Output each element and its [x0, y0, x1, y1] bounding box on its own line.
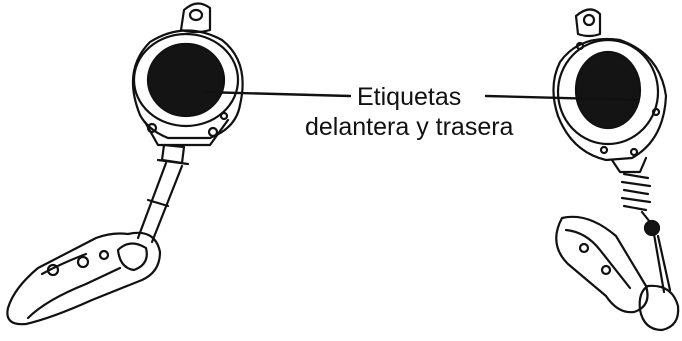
left-rivet-2 [207, 126, 219, 138]
right-label-disc [574, 50, 642, 130]
left-hook-pin-3 [98, 249, 110, 261]
left-housing [131, 29, 244, 140]
left-snap-hook [6, 231, 162, 326]
left-rivet-1 [146, 122, 158, 134]
left-rivet-3 [219, 111, 229, 121]
right-snap-hook [555, 215, 649, 314]
right-anchor-hole [582, 13, 596, 27]
right-hook-pin-2 [600, 264, 612, 276]
right-hook-gate [564, 228, 632, 290]
left-housing-rim [132, 32, 240, 128]
left-hook-pin-1 [46, 263, 60, 277]
right-housing-rim [556, 38, 660, 146]
left-hook-eye [116, 242, 148, 272]
callout-label-line-2: delantera y trasera [305, 113, 514, 141]
right-rivet-1 [575, 41, 585, 51]
right-spring [620, 172, 652, 212]
left-hook-pin-2 [76, 255, 90, 269]
callout-leader-left [202, 90, 352, 98]
right-rivet-3 [599, 145, 609, 155]
left-anchor-hole [188, 8, 204, 22]
right-rivet-2 [651, 107, 661, 117]
left-anchor-eye [179, 2, 212, 34]
left-lifeline-device [6, 2, 244, 326]
left-strap [136, 161, 184, 244]
right-cable-ball [643, 219, 661, 237]
right-cable [640, 210, 672, 294]
right-end-loop [638, 284, 680, 332]
right-rivet-4 [629, 147, 639, 157]
right-lifeline-device [552, 8, 680, 332]
callout-label-line-1: Etiquetas [357, 83, 462, 111]
right-hook-pin-1 [578, 242, 590, 254]
left-swivel [156, 143, 190, 166]
right-anchor-eye [574, 8, 602, 38]
left-label-disc [146, 42, 226, 118]
left-bottom-bracket [143, 118, 230, 147]
callout-leader-right [484, 94, 640, 102]
right-bottom-cone [610, 156, 648, 174]
left-hook-gate [26, 252, 122, 320]
